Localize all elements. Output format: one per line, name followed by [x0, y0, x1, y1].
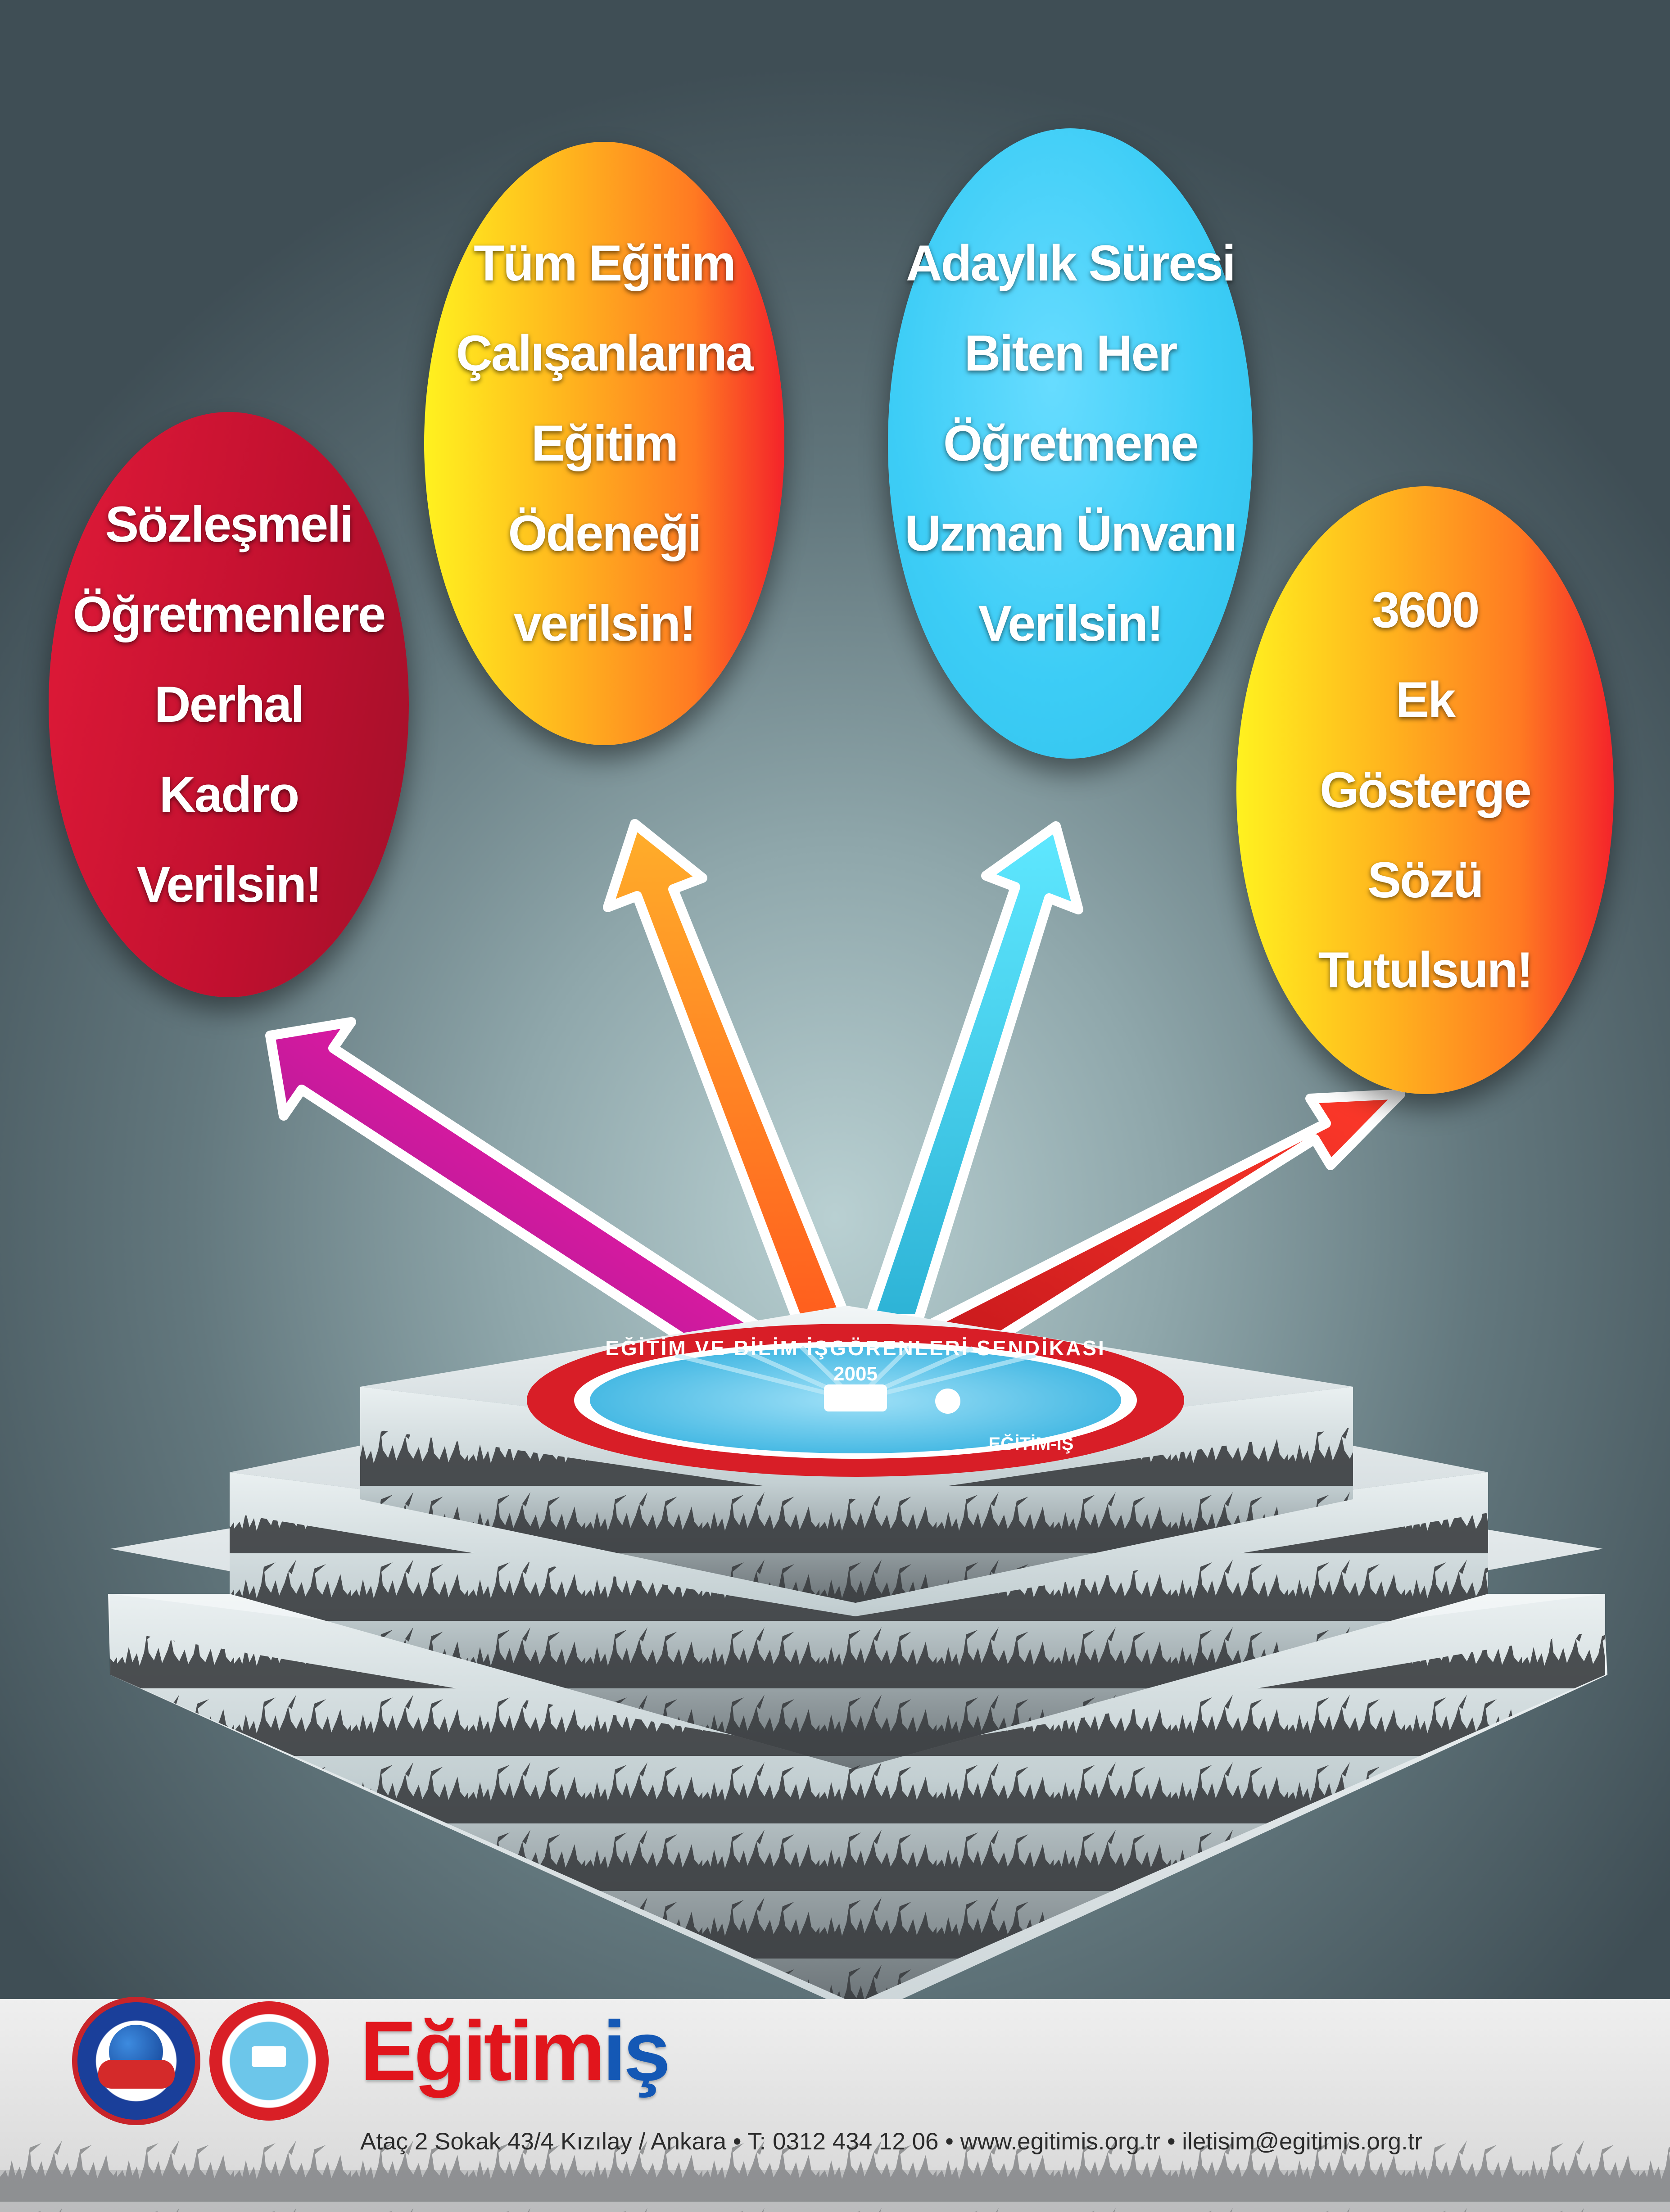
demand-bubble-3600-indicator: 3600 Ek Gösterge Sözü Tutulsun! — [1236, 486, 1614, 1094]
demand-line: Öğretmenlere — [72, 586, 386, 642]
demand-line: Gösterge — [1320, 762, 1532, 818]
demand-line: Ödeneği — [508, 505, 701, 561]
demand-text: Sözleşmeli Öğretmenlere Derhal Kadro Ver… — [72, 479, 386, 930]
hands-icon — [98, 2060, 175, 2089]
demand-line: Öğretmene — [943, 415, 1199, 471]
demand-text: Tüm Eğitim Çalışanlarına Eğitim Ödeneği … — [456, 218, 754, 669]
demand-line: 3600 — [1371, 582, 1480, 638]
demand-line: Tüm Eğitim — [474, 235, 736, 291]
demand-line: Çalışanlarına — [456, 325, 754, 381]
demand-line: verilsin! — [513, 595, 697, 651]
demand-line: Eğitim — [531, 415, 679, 471]
demand-text: Adaylık Süresi Biten Her Öğretmene Uzman… — [905, 218, 1237, 669]
arrow-magenta — [265, 1017, 766, 1374]
egitim-is-logo — [209, 2001, 329, 2121]
brand-part-egitim: Eğitim — [360, 2004, 605, 2098]
seal-year: 2005 — [833, 1363, 878, 1385]
contact-line: Ataç 2 Sokak 43/4 Kızılay / Ankara • T: … — [360, 2128, 1423, 2155]
brand-wordmark: Eğitimiş — [360, 2004, 670, 2098]
demand-line: Kadro — [159, 766, 300, 823]
demand-line: Uzman Ünvanı — [905, 505, 1237, 561]
demand-line: Derhal — [154, 676, 305, 733]
footer-crowd-silhouette — [0, 2134, 1670, 2212]
birlesik-kamu-is-logo — [72, 1997, 200, 2125]
demand-line: Biten Her — [964, 325, 1178, 381]
demand-bubble-education-allowance: Tüm Eğitim Çalışanlarına Eğitim Ödeneği … — [424, 142, 784, 745]
arrow-orange — [603, 819, 851, 1324]
demand-text: 3600 Ek Gösterge Sözü Tutulsun! — [1318, 565, 1534, 1015]
demand-line: Adaylık Süresi — [906, 235, 1236, 291]
arrow-cyan — [864, 821, 1083, 1324]
seal-bottom-text: EĞİTİM-İŞ — [989, 1433, 1074, 1454]
demand-line: Ek — [1395, 672, 1456, 728]
demand-bubble-contracted-teachers: Sözleşmeli Öğretmenlere Derhal Kadro Ver… — [49, 412, 409, 997]
demand-line: Sözü — [1367, 852, 1484, 908]
book-icon — [252, 2046, 286, 2067]
seal-ring-text: EĞİTİM VE BİLİM İŞGÖRENLERİ SENDİKASI — [605, 1336, 1106, 1360]
brand-part-is: iş — [602, 2004, 670, 2098]
demand-bubble-expert-title: Adaylık Süresi Biten Her Öğretmene Uzman… — [888, 128, 1253, 759]
demand-line: Verilsin! — [136, 856, 322, 913]
union-seal: 2005 EĞİTİM VE BİLİM İŞGÖRENLERİ SENDİKA… — [527, 1324, 1184, 1477]
demand-line: Tutulsun! — [1318, 942, 1534, 998]
demand-line: Verilsin! — [978, 595, 1164, 651]
demand-line: Sözleşmeli — [105, 496, 354, 552]
